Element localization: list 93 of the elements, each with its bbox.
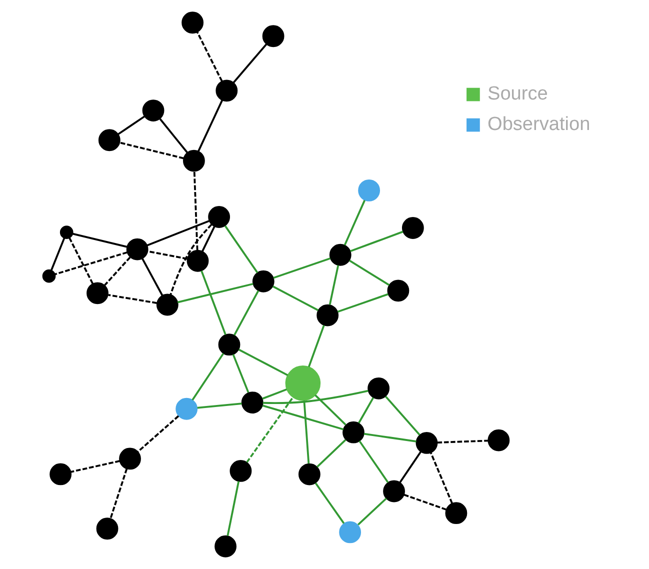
node-circle (42, 269, 56, 283)
node-circle (156, 294, 178, 316)
connector (142, 258, 164, 296)
connector (399, 451, 422, 483)
connector (273, 257, 331, 279)
connector (177, 282, 254, 304)
connector (137, 415, 180, 452)
connector (108, 294, 157, 304)
connector (316, 439, 346, 468)
node-circle (96, 518, 118, 540)
node-circle (119, 448, 141, 470)
node-circle (416, 432, 438, 454)
connector (198, 100, 224, 152)
node-circle (383, 480, 405, 502)
connector (358, 440, 389, 484)
connector (272, 286, 319, 312)
node-circle (126, 238, 148, 260)
node-circle (285, 366, 321, 401)
connector (72, 232, 128, 248)
node-circle (216, 80, 238, 102)
connector (328, 265, 340, 305)
node-circle (86, 282, 108, 304)
node-circle (142, 100, 164, 122)
node-circle (230, 460, 252, 482)
node-circle (182, 12, 204, 34)
node-circle (208, 206, 230, 228)
node-circle (402, 217, 424, 239)
connector (70, 460, 120, 473)
connector (192, 353, 224, 401)
connector (200, 270, 226, 335)
connector (437, 440, 488, 444)
node-circle (329, 244, 352, 266)
connector (385, 396, 420, 436)
connector (404, 494, 446, 510)
connector (110, 468, 128, 519)
connector (232, 354, 250, 393)
connector (196, 32, 223, 82)
connector (159, 118, 188, 154)
connector (146, 220, 210, 246)
connector (104, 256, 131, 286)
node-circle (387, 280, 410, 302)
connector (262, 404, 344, 430)
node-circle (298, 463, 320, 486)
connector (262, 388, 287, 400)
connector (337, 293, 388, 313)
connector (170, 224, 212, 295)
connector (314, 394, 346, 426)
connector (246, 396, 294, 463)
connector (68, 238, 94, 284)
connector (54, 251, 128, 276)
node-circle (218, 334, 240, 356)
connector (344, 200, 366, 246)
connector (118, 116, 145, 135)
connector (262, 390, 368, 404)
node-circle (358, 179, 380, 202)
connector (224, 225, 258, 274)
connector (303, 400, 310, 464)
connector (197, 402, 242, 409)
legend-label: Source (488, 83, 548, 104)
connector (350, 230, 404, 252)
connector (50, 238, 66, 270)
connector (357, 498, 387, 526)
connector (148, 250, 188, 260)
node-circle (241, 392, 264, 414)
connector (232, 44, 268, 84)
node-circle (445, 502, 468, 524)
connector (193, 171, 198, 250)
connector (364, 432, 416, 442)
connector (358, 397, 374, 424)
node-circle (368, 377, 390, 400)
node-circle (50, 463, 72, 486)
node-circle (342, 421, 364, 444)
node-circle (316, 304, 339, 326)
node-circle (214, 535, 236, 558)
connector (349, 260, 390, 286)
node-circle (98, 129, 120, 152)
node-circle (262, 25, 284, 48)
node-circle (252, 270, 274, 292)
connector (238, 348, 288, 376)
node-circle (488, 429, 510, 452)
connector (226, 481, 240, 536)
node-circle (182, 150, 205, 172)
node-circle (60, 226, 74, 239)
node-circle (339, 521, 362, 544)
node-circle (176, 398, 198, 420)
connector (202, 226, 216, 252)
connector (314, 482, 345, 524)
connector (233, 290, 260, 336)
connector (308, 324, 325, 368)
node-circle (186, 250, 209, 272)
connector (430, 452, 453, 504)
connector (120, 142, 184, 160)
legend-label: Observation (488, 114, 590, 135)
